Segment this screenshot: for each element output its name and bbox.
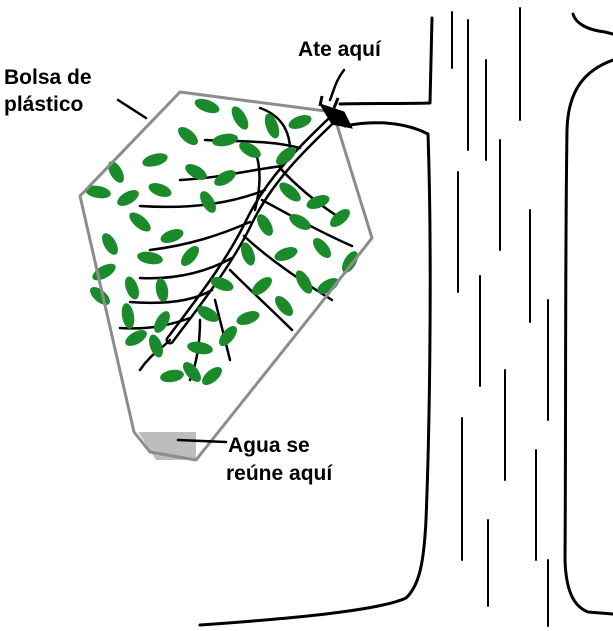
leaf — [241, 242, 255, 266]
leaf — [154, 311, 170, 333]
leaf — [194, 98, 220, 114]
leaf — [313, 238, 331, 258]
leaf — [279, 182, 301, 202]
branch — [165, 111, 341, 345]
leaf — [252, 277, 272, 295]
leaf — [121, 303, 135, 329]
tie-label-leader — [328, 68, 346, 102]
leaf — [202, 367, 222, 385]
leaf — [129, 212, 151, 232]
leaf — [200, 191, 216, 213]
leaf — [212, 133, 238, 147]
plastic-bag-outline — [78, 90, 374, 462]
leaf — [125, 276, 139, 300]
bag-label-leader — [116, 98, 148, 120]
trunk-left-edge — [338, 16, 434, 106]
leaf — [275, 296, 293, 316]
leaf — [178, 127, 198, 145]
leaf — [342, 251, 358, 273]
leaf — [289, 214, 311, 230]
tree-trunk — [198, 16, 434, 627]
leaf — [330, 209, 350, 227]
leaf — [108, 161, 124, 183]
bag-label-line1: Bolsa de — [4, 66, 92, 89]
leaf — [155, 278, 169, 302]
leaf — [295, 270, 313, 294]
leaf — [102, 233, 118, 255]
branch-lower-edge — [198, 121, 432, 627]
leaf — [236, 311, 260, 325]
leaf — [160, 369, 184, 383]
leaf — [185, 164, 207, 180]
bag-label-line2: plástico — [4, 93, 83, 116]
water-label-line1: Agua se — [228, 434, 310, 457]
water-label-line2: reúne aquí — [226, 462, 333, 485]
bark-texture — [451, 7, 549, 627]
label-leaders — [116, 68, 346, 444]
leaf — [264, 113, 280, 139]
leaf — [214, 170, 236, 186]
leaf — [219, 326, 237, 346]
leaf — [125, 330, 147, 346]
branch-core — [168, 114, 338, 342]
leaf — [288, 115, 312, 129]
leaf — [117, 190, 139, 206]
leaf — [306, 195, 330, 209]
leaf — [187, 341, 213, 355]
leaf — [276, 147, 296, 165]
leaf — [257, 214, 273, 236]
leaf — [183, 362, 201, 382]
leaf — [149, 334, 163, 358]
water-label-leader — [176, 438, 228, 444]
leaf — [160, 229, 184, 243]
leaf — [137, 251, 163, 265]
leaf — [181, 246, 199, 266]
leaf — [197, 306, 219, 322]
leaf — [85, 185, 111, 199]
leaf — [231, 106, 249, 130]
leaf — [274, 247, 298, 261]
leaf — [142, 153, 168, 167]
plastic-bag-fill — [80, 92, 372, 460]
trunk-right-edge — [563, 12, 613, 616]
tie-label: Ate aquí — [298, 38, 382, 61]
leaf — [148, 183, 172, 197]
tie-knot — [318, 95, 353, 129]
leaf — [317, 278, 339, 294]
leaf — [239, 142, 261, 158]
leaf — [210, 277, 234, 291]
